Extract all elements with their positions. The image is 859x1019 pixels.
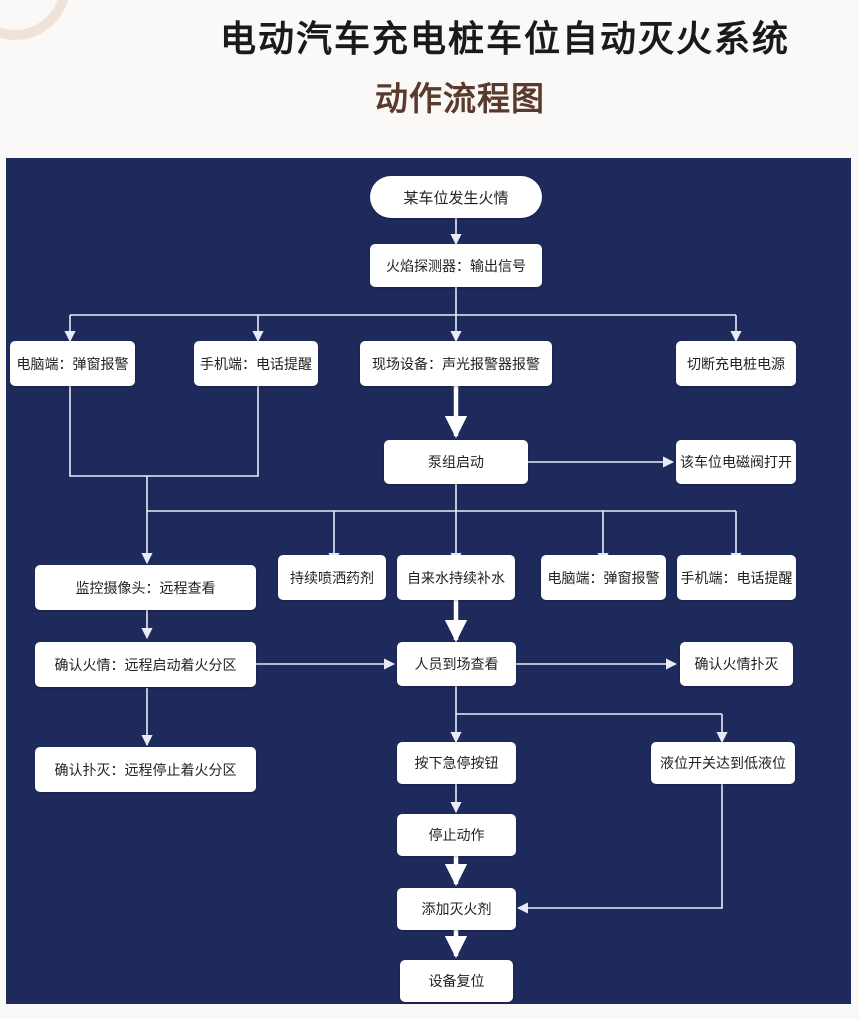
node-stop-action: 停止动作 bbox=[397, 814, 516, 856]
node-cut-power: 切断充电桩电源 bbox=[676, 341, 796, 386]
node-water-refill: 自来水持续补水 bbox=[397, 555, 515, 600]
node-confirm-fire: 确认火情：远程启动着火分区 bbox=[35, 642, 256, 687]
node-valve-open: 该车位电磁阀打开 bbox=[676, 440, 796, 484]
node-add-agent: 添加灭火剂 bbox=[397, 888, 516, 930]
connector-lines bbox=[64, 216, 742, 959]
page-subtitle: 动作流程图 bbox=[375, 79, 545, 118]
node-staff-arrive: 人员到场查看 bbox=[397, 642, 516, 686]
node-pc-popup-2: 电脑端：弹窗报警 bbox=[541, 555, 666, 600]
node-camera: 监控摄像头：远程查看 bbox=[35, 565, 256, 610]
node-low-level: 液位开关达到低液位 bbox=[651, 742, 795, 784]
node-detector: 火焰探测器：输出信号 bbox=[370, 244, 542, 287]
node-fire-start: 某车位发生火情 bbox=[370, 176, 542, 218]
connector-pc-phone-join bbox=[69, 386, 259, 477]
connector-low-level-to-add bbox=[516, 784, 723, 914]
node-phone-call-1: 手机端：电话提醒 bbox=[194, 341, 318, 386]
node-confirm-out: 确认火情扑灭 bbox=[680, 642, 793, 686]
node-reset: 设备复位 bbox=[400, 960, 513, 1002]
node-pump-start: 泵组启动 bbox=[384, 440, 528, 484]
node-pc-popup-1: 电脑端：弹窗报警 bbox=[10, 341, 135, 386]
node-phone-call-2: 手机端：电话提醒 bbox=[677, 555, 796, 600]
flowchart-panel: 某车位发生火情 火焰探测器：输出信号 电脑端：弹窗报警 手机端：电话提醒 现场设… bbox=[6, 158, 851, 1004]
node-emergency-stop: 按下急停按钮 bbox=[397, 742, 516, 784]
node-confirm-extinguish: 确认扑灭：远程停止着火分区 bbox=[35, 747, 256, 792]
node-site-alarm: 现场设备：声光报警器报警 bbox=[360, 341, 552, 386]
page-title: 电动汽车充电桩车位自动灭火系统 bbox=[219, 19, 790, 60]
node-spray-agent: 持续喷洒药剂 bbox=[278, 555, 386, 600]
corner-decoration bbox=[0, 0, 70, 40]
